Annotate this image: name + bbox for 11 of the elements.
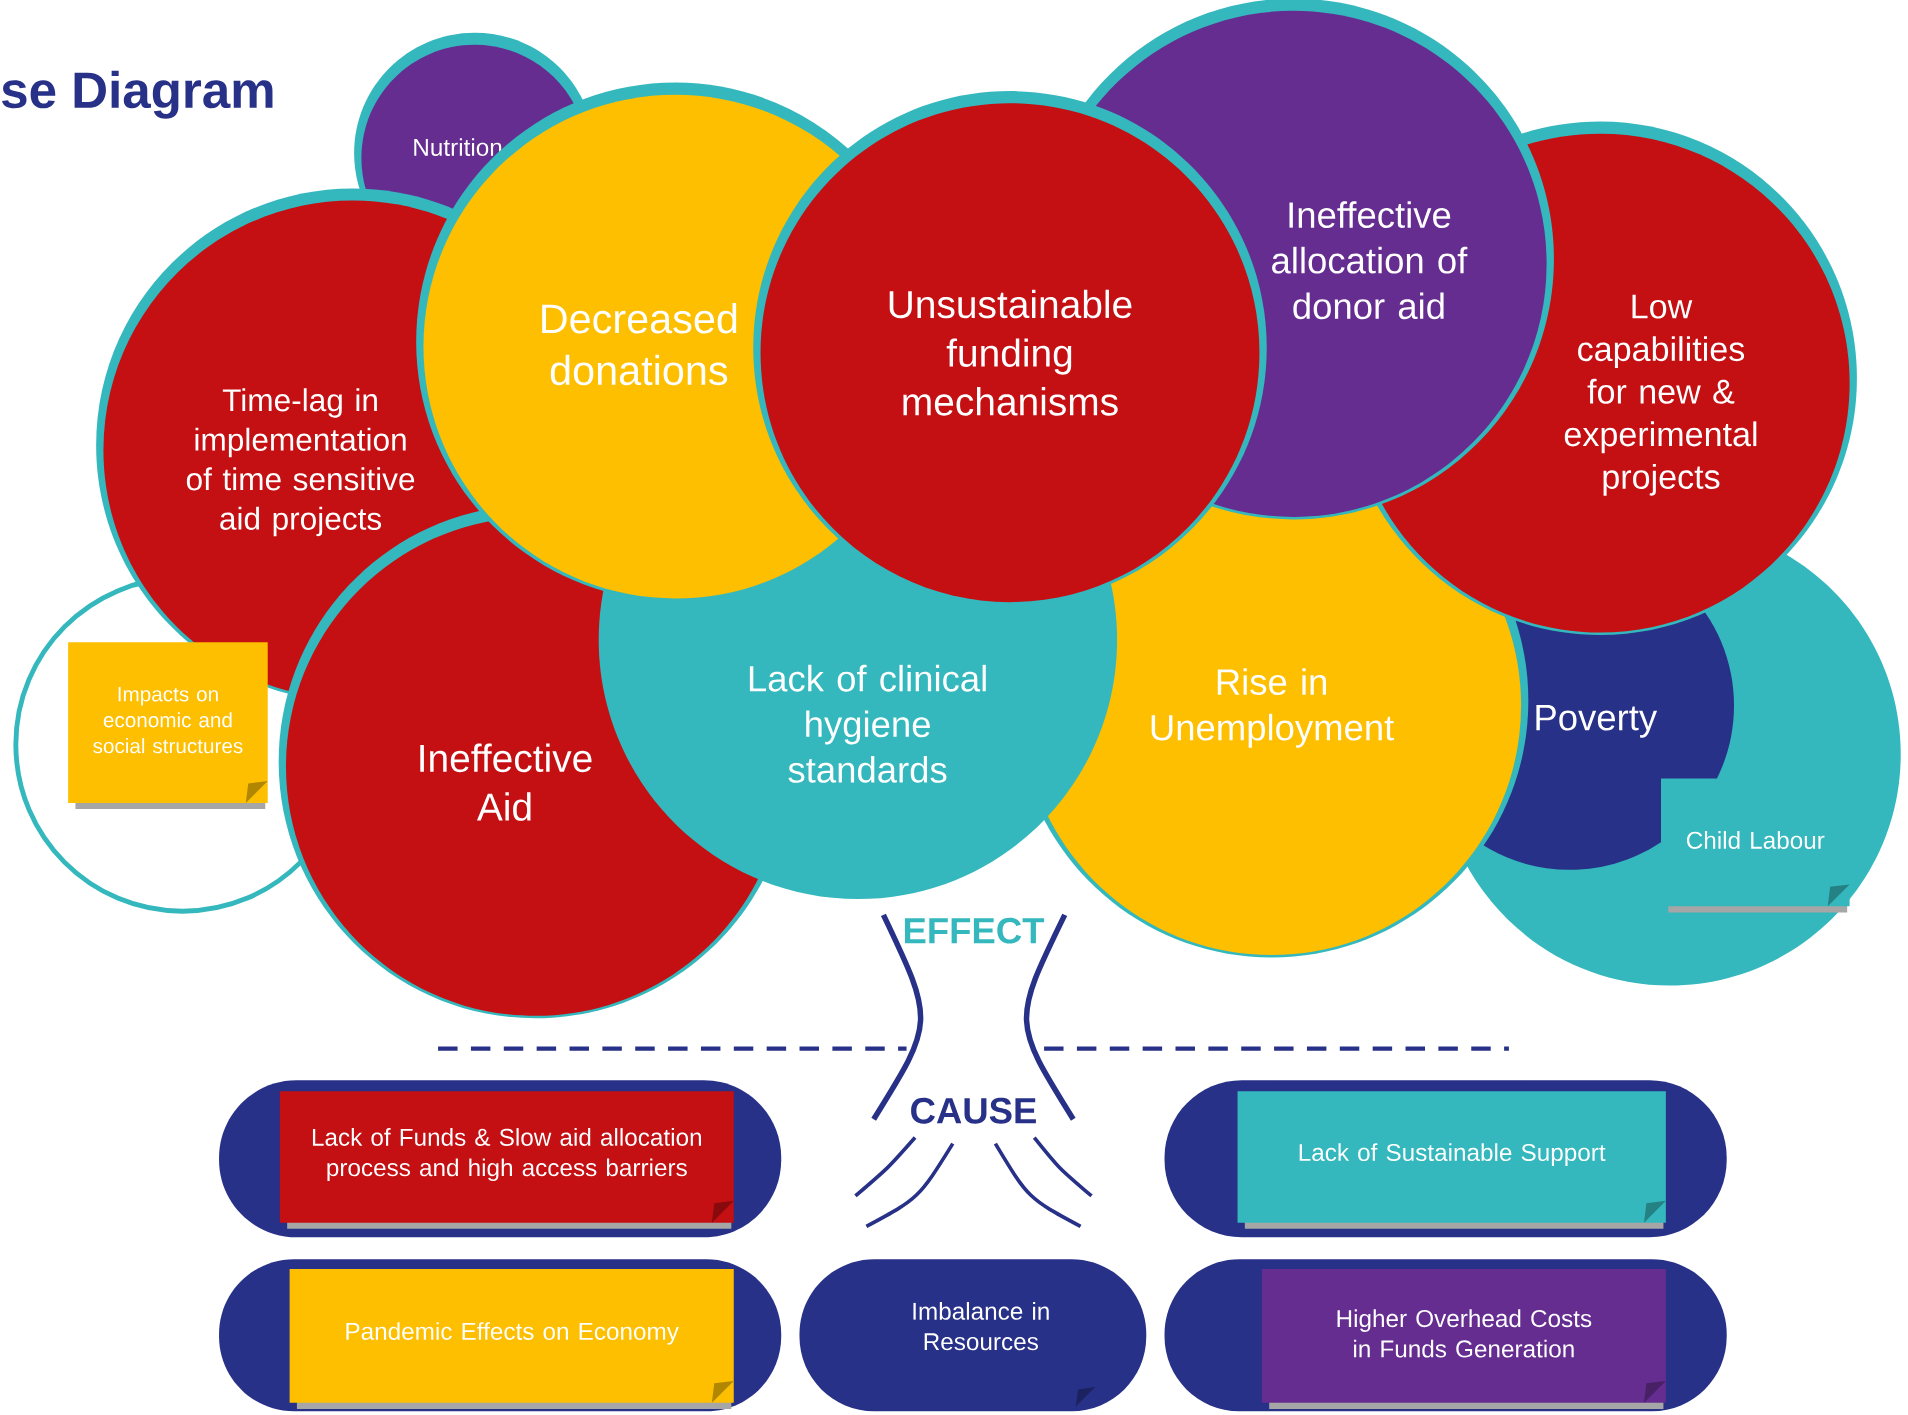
section-label: CAUSE <box>911 1097 1036 1124</box>
sticky-note: Lack of Sustainable Support <box>1237 1091 1666 1229</box>
sticky-note: Higher Overhead Costs in Funds Generation <box>1261 1268 1666 1409</box>
pill-box: Imbalance in Resources <box>799 1259 1147 1412</box>
node-label: Ineffective Aid <box>420 743 592 821</box>
sticky-note: Lack of Funds & Slow aid allocation process and high access barriers <box>279 1091 734 1229</box>
sticky-note: Child Labour <box>1661 778 1850 913</box>
sticky-note: Impacts on economic and social structures <box>68 642 268 809</box>
sticky-note: Pandemic Effects on Economy <box>289 1268 734 1409</box>
bubble: Unsustainable funding mechanisms <box>753 91 1267 605</box>
title: se Diagram <box>2 70 273 119</box>
